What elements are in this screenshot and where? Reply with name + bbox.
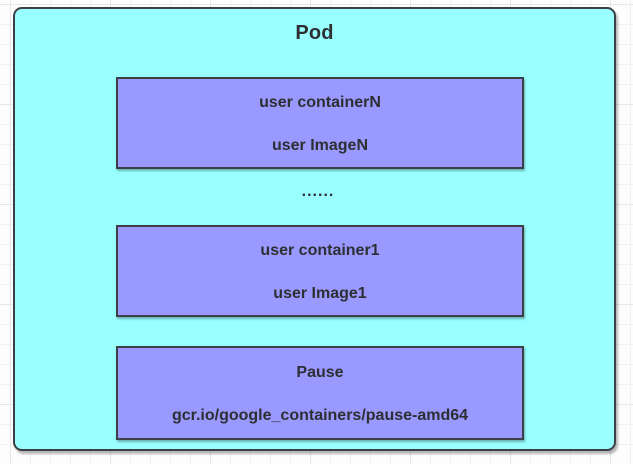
container-n-name: user containerN xyxy=(259,93,381,111)
container-1-name: user container1 xyxy=(260,241,380,259)
container-shape-1[interactable]: user container1 user Image1 xyxy=(116,225,524,317)
container-1-image: user Image1 xyxy=(273,284,367,302)
pause-container-shape[interactable]: Pause gcr.io/google_containers/pause-amd… xyxy=(116,346,524,440)
pod-shape[interactable]: Pod user containerN user ImageN ...... u… xyxy=(13,7,616,451)
pod-title: Pod xyxy=(295,22,334,44)
pause-container-name: Pause xyxy=(296,363,344,381)
container-shape-n[interactable]: user containerN user ImageN xyxy=(116,77,524,169)
container-n-image: user ImageN xyxy=(271,136,369,154)
pause-container-image: gcr.io/google_containers/pause-amd64 xyxy=(171,406,469,424)
ellipsis-label: ...... xyxy=(301,183,335,200)
